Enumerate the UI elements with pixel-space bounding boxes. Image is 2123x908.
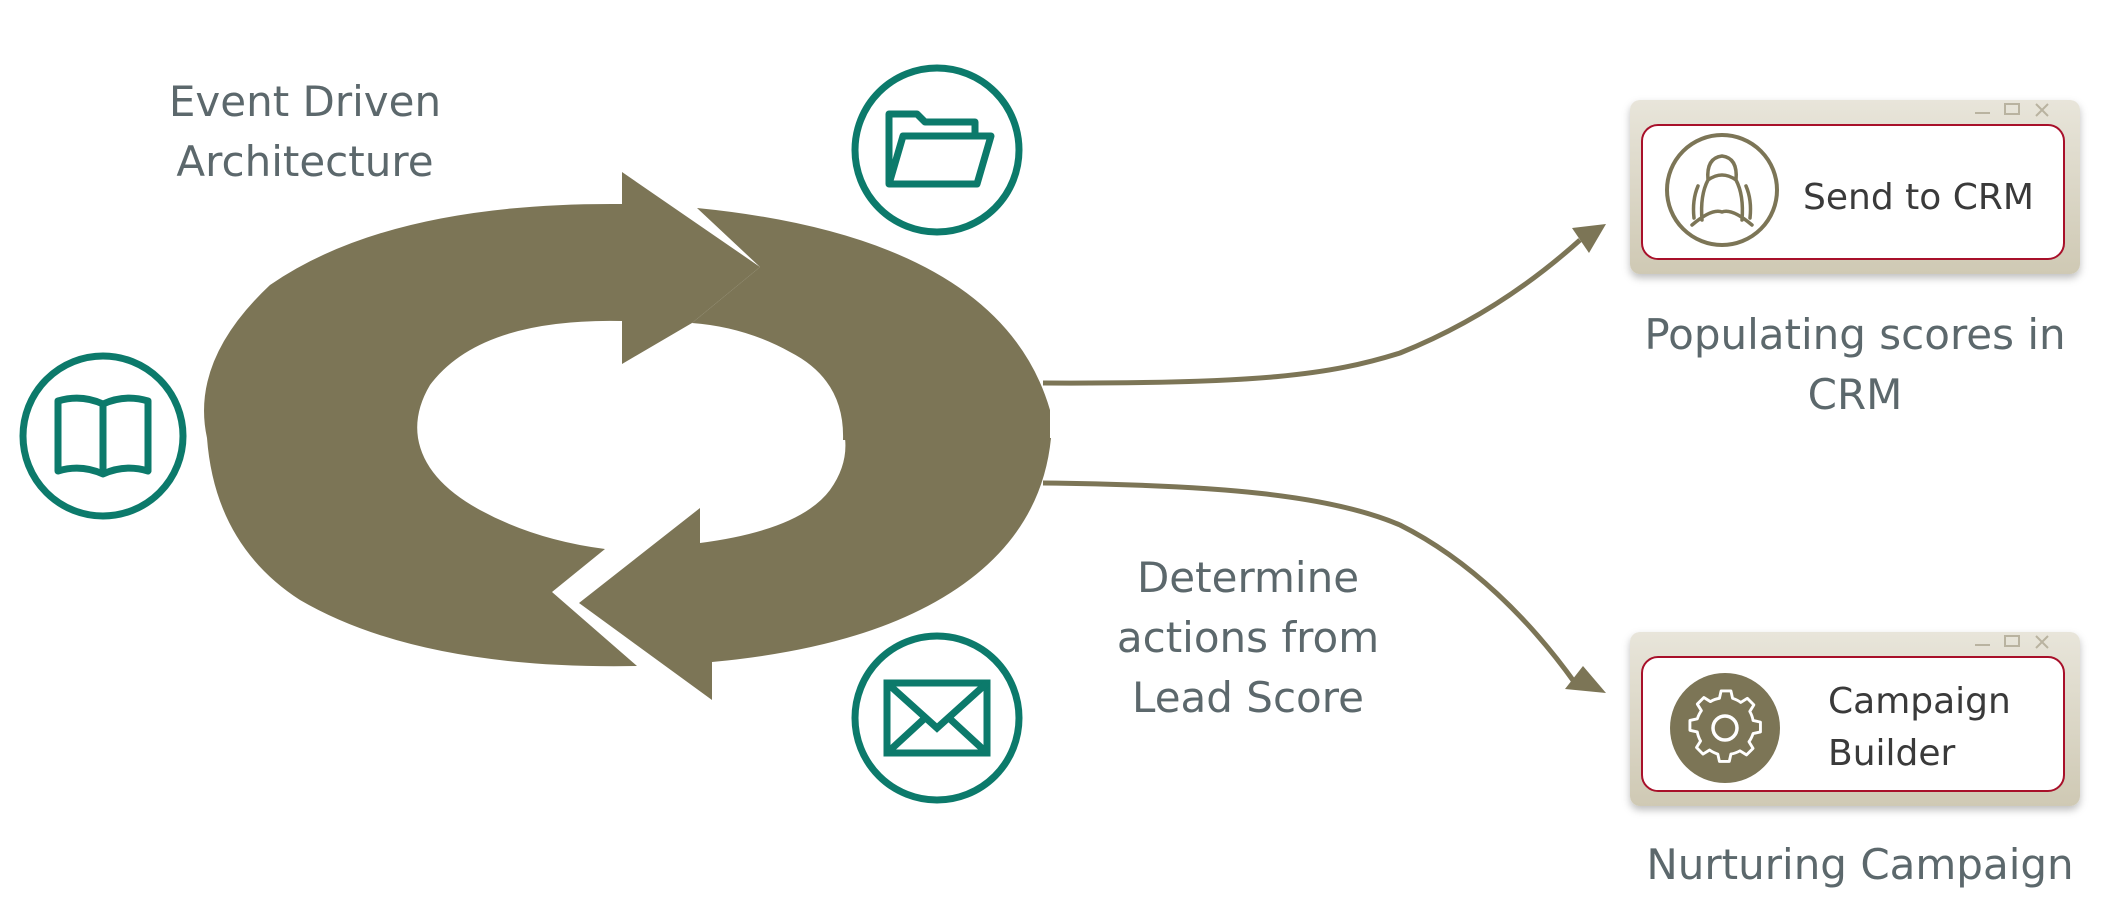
label-line: Determine (1136, 553, 1360, 602)
cycle-arrows (204, 172, 1051, 700)
crm-window (1630, 100, 2080, 274)
label-line: Event Driven (168, 77, 442, 126)
label-line: actions from (1116, 613, 1380, 662)
campaign-window-label: Campaign Builder (1828, 676, 2011, 780)
label-event-driven: Event Driven Architecture (155, 72, 455, 192)
crm-window-label: Send to CRM (1803, 172, 2034, 224)
campaign-window (1630, 632, 2080, 806)
label-populating: Populating scores in CRM (1625, 305, 2085, 425)
label-line: Populating scores in (1644, 310, 2066, 359)
window-controls (1975, 635, 2049, 649)
book-icon (19, 352, 187, 520)
cycle-arrow-bottom (579, 438, 1051, 700)
label-determine: Determine actions from Lead Score (1098, 548, 1398, 728)
connector-to-crm (1042, 238, 1582, 386)
person-icon (1665, 133, 1779, 247)
window-label-line: Campaign (1828, 681, 2011, 722)
cycle-arrow-top (204, 172, 760, 438)
arrowhead-campaign (1565, 666, 1606, 693)
label-line: CRM (1807, 370, 1903, 419)
cycle-arrow-right (692, 208, 1050, 440)
cycle-arrow-left (207, 438, 637, 667)
window-controls (1975, 103, 2049, 117)
label-line: Lead Score (1132, 673, 1364, 722)
connector-to-campaign (1042, 480, 1578, 685)
window-label-line: Builder (1828, 733, 1956, 774)
label-line: Nurturing Campaign (1646, 840, 2074, 889)
label-nurturing: Nurturing Campaign (1625, 835, 2095, 895)
folder-icon (851, 64, 1023, 236)
label-line: Architecture (176, 137, 434, 186)
arrowhead-crm (1572, 224, 1606, 253)
envelope-icon (851, 632, 1023, 804)
gear-icon (1670, 673, 1780, 783)
window-label-line: Send to CRM (1803, 177, 2034, 218)
connectors (1042, 238, 1582, 685)
